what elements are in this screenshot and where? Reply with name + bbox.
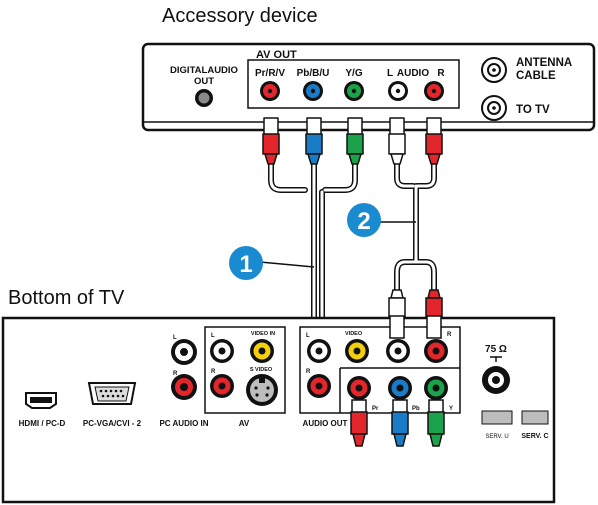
callout-1: 1 (229, 246, 263, 280)
av-l-label: L (211, 333, 215, 339)
tv-panel-frame (1, 316, 556, 504)
plug-blue-component (391, 399, 409, 447)
av-r-label: R (211, 369, 216, 375)
bottom-of-tv-title: Bottom of TV (8, 287, 125, 309)
pb-jack-label: Pb (412, 406, 420, 412)
component-pr-jack (347, 376, 371, 400)
av-svideo-label: S VIDEO (250, 367, 273, 373)
audio-out-r-label: R (306, 369, 311, 375)
pc-vga-port (87, 382, 137, 405)
plug-red-audio-top (425, 117, 443, 165)
audio-r-label: R (437, 68, 445, 79)
av-r-jack (210, 374, 234, 398)
pc-vga-label: PC-VGA/CVI - 2 (83, 419, 142, 428)
audio-in-r-label: R (447, 332, 452, 338)
callout-2: 2 (347, 203, 381, 237)
serv-u-port (481, 410, 513, 425)
pr-label: Pr/R/V (255, 68, 285, 79)
tv-bottom-panel: HDMI / PC-D PC-VGA/CVI - 2 L R PC AUDIO … (1, 316, 556, 504)
plug-white-top (388, 117, 406, 165)
cable-label: CABLE (516, 70, 556, 82)
y-out-jack (344, 81, 364, 101)
audio-in-l-jack (386, 339, 410, 363)
antenna-cable-jack (481, 57, 507, 83)
plug-blue-top (305, 117, 323, 165)
audio-out-r-jack (307, 374, 331, 398)
to-tv-label: TO TV (516, 104, 550, 116)
callout-2-label: 2 (357, 208, 370, 235)
antenna-label: ANTENNA (516, 57, 572, 69)
av-box (204, 326, 286, 414)
video-yellow-jack (345, 339, 369, 363)
component-box (299, 326, 461, 414)
audio-out-label: AUDIO OUT (303, 419, 348, 428)
hdmi-label: HDMI / PC-D (19, 419, 66, 428)
accessory-device-panel: DIGITALAUDIO OUT AV OUT Pr/R/V Pb/B/U Y/… (141, 42, 596, 132)
accessory-device-title: Accessory device (162, 5, 318, 27)
serv-c-port (521, 410, 549, 425)
audio-out-l-jack (307, 339, 331, 363)
serv-u-label: SERV. U (485, 434, 508, 440)
pc-audio-r-jack (171, 374, 197, 400)
av-svideo-jack (246, 374, 278, 406)
callout-1-label: 1 (239, 251, 252, 278)
plug-red-component (350, 399, 368, 447)
antenna-in-jack (482, 366, 510, 394)
pb-label: Pb/B/U (297, 68, 330, 79)
plug-red-top (262, 117, 280, 165)
audio-l-out-jack (388, 81, 408, 101)
audio-l-label: L (387, 68, 393, 79)
pc-audio-l-label: L (173, 335, 177, 341)
pc-audio-l-jack (171, 339, 197, 365)
av-l-jack (210, 339, 234, 363)
plug-white-bottom (388, 289, 406, 339)
pb-out-jack (303, 81, 323, 101)
ohm-label: 75 Ω (485, 344, 507, 355)
plug-green-top (346, 117, 364, 165)
to-tv-jack (481, 95, 507, 121)
plug-green-component (427, 399, 445, 447)
av-label: AV (239, 419, 250, 428)
component-pb-jack (388, 376, 412, 400)
pc-audio-in-label: PC AUDIO IN (159, 419, 208, 428)
tv-plugs (350, 289, 445, 447)
audio-out-l-label: L (306, 333, 310, 339)
component-y-jack (424, 376, 448, 400)
audio-label: AUDIO (397, 68, 429, 79)
serv-c-label: SERV. C (521, 433, 548, 440)
av-out-label: AV OUT (256, 49, 297, 61)
y-jack-label: Y (449, 406, 453, 412)
component-video-label: VIDEO (345, 331, 363, 337)
av-video-label: VIDEO IN (251, 331, 275, 337)
av-out-box (247, 59, 460, 109)
hdmi-port (25, 392, 57, 409)
plug-red-bottom (425, 289, 443, 339)
pr-out-jack (260, 81, 280, 101)
y-label: Y/G (345, 68, 362, 79)
pc-audio-r-label: R (173, 371, 178, 377)
av-video-jack (250, 339, 274, 363)
digital-audio-out-label-line2: OUT (194, 76, 214, 87)
pr-jack-label: Pr (372, 406, 379, 412)
audio-in-r-jack (424, 339, 448, 363)
audio-r-out-jack (424, 81, 444, 101)
digital-audio-out-label: DIGITALAUDIO (170, 65, 238, 76)
